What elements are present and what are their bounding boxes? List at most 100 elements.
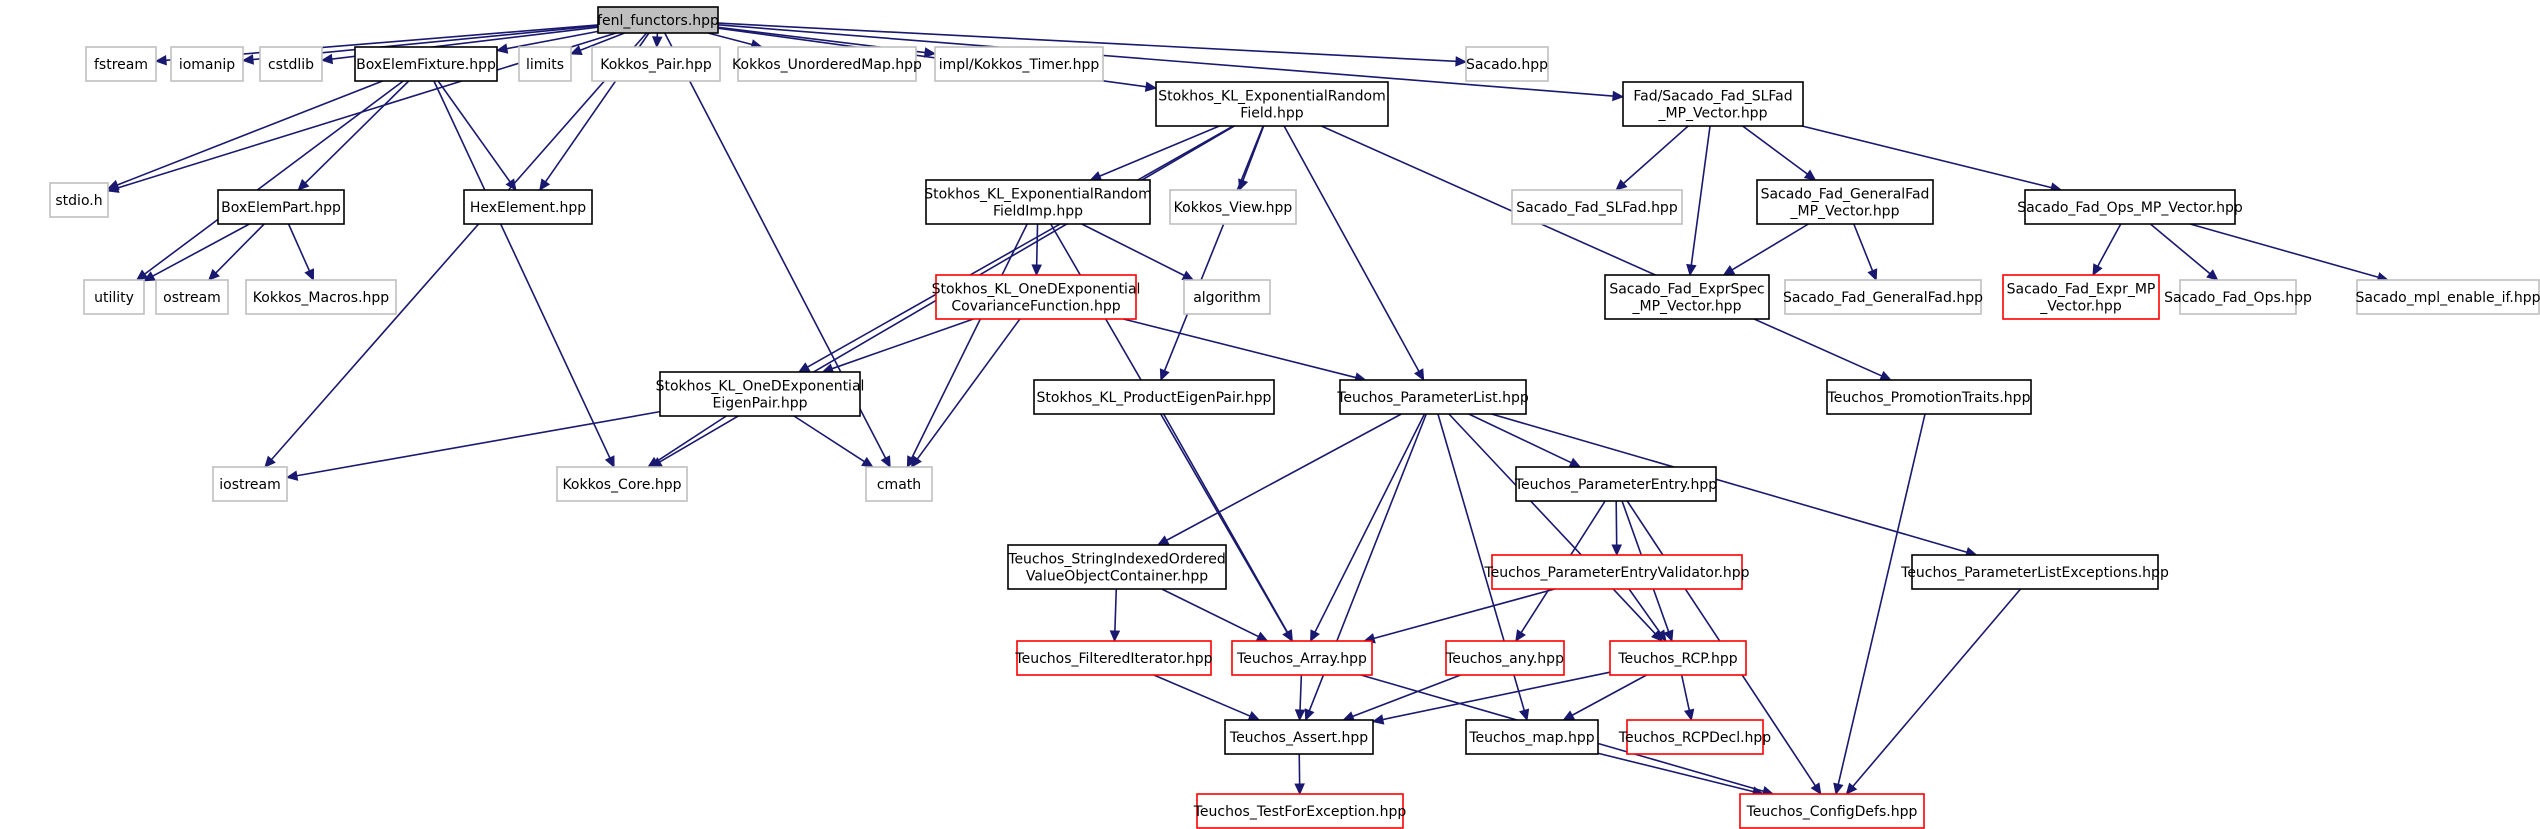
node-rcpdecl[interactable]: Teuchos_RCPDecl.hpp [1618, 719, 1772, 755]
node-cmath[interactable]: cmath [865, 466, 933, 502]
edge-line [1081, 223, 1185, 277]
node-label: Teuchos_ParameterListExceptions.hpp [1900, 565, 2169, 581]
node-box [518, 46, 572, 82]
node-box [865, 466, 933, 502]
node-utility[interactable]: utility [83, 279, 145, 315]
node-box [1739, 793, 1925, 829]
node-genfadmp[interactable]: Sacado_Fad_GeneralFad_MP_Vector.hpp [1756, 179, 1934, 225]
node-label: Stokhos_KL_OneDExponential [932, 282, 1141, 298]
arrowhead [1031, 264, 1042, 277]
node-label: Sacado_Fad_ExprSpec [1609, 282, 1764, 298]
node-testexc[interactable]: Teuchos_TestForException.hpp [1193, 793, 1407, 829]
node-onedcov[interactable]: Stokhos_KL_OneDExponentialCovarianceFunc… [932, 274, 1141, 320]
edge-klexpimp-to-cmath [906, 223, 1028, 469]
node-label: HexElement.hpp [470, 200, 586, 216]
node-kview[interactable]: Kokkos_View.hpp [1169, 189, 1297, 225]
node-label: Kokkos_Macros.hpp [253, 290, 389, 306]
node-exprmp[interactable]: Sacado_Fad_Expr_MP_Vector.hpp [2002, 274, 2160, 320]
node-tany[interactable]: Teuchos_any.hpp [1445, 640, 1565, 676]
node-label: FieldImp.hpp [993, 204, 1083, 220]
node-mplenable[interactable]: Sacado_mpl_enable_if.hpp [2356, 279, 2540, 315]
node-cstdlib[interactable]: cstdlib [259, 46, 323, 82]
edge-line [707, 32, 753, 46]
node-iomanip[interactable]: iomanip [170, 46, 244, 82]
node-boxpart[interactable]: BoxElemPart.hpp [217, 189, 345, 225]
arrowhead [1663, 629, 1674, 643]
node-label: cmath [877, 477, 921, 493]
node-box [2002, 274, 2160, 320]
edge-line [1731, 223, 1809, 271]
edge-line [1163, 125, 1264, 372]
edge-opsmp-to-fadops [2149, 223, 2219, 281]
node-kcore[interactable]: Kokkos_Core.hpp [556, 466, 688, 502]
node-iostream[interactable]: iostream [212, 466, 288, 502]
node-ktimer[interactable]: impl/Kokkos_Timer.hpp [934, 46, 1104, 82]
node-exprspec[interactable]: Sacado_Fad_ExprSpec_MP_Vector.hpp [1604, 274, 1770, 320]
arrowhead [1568, 457, 1582, 468]
arrowhead [1089, 171, 1103, 181]
node-label: Teuchos_any.hpp [1445, 651, 1564, 667]
arrowhead [495, 43, 509, 54]
node-ostream[interactable]: ostream [155, 279, 229, 315]
edge-line [270, 32, 648, 461]
node-tarray[interactable]: Teuchos_Array.hpp [1231, 640, 1373, 676]
node-trcp[interactable]: Teuchos_RCP.hpp [1609, 640, 1747, 676]
node-label: Sacado_Fad_GeneralFad.hpp [1783, 290, 1983, 306]
node-pentry[interactable]: Teuchos_ParameterEntry.hpp [1514, 466, 1717, 502]
node-hexel[interactable]: HexElement.hpp [463, 189, 593, 225]
edge-line [1571, 674, 1647, 716]
node-kmacros[interactable]: Kokkos_Macros.hpp [245, 279, 397, 315]
node-limits[interactable]: limits [518, 46, 572, 82]
node-tassert[interactable]: Teuchos_Assert.hpp [1224, 719, 1374, 755]
node-sacado[interactable]: Sacado.hpp [1465, 46, 1549, 82]
arrowhead [320, 53, 334, 65]
node-box [597, 6, 719, 34]
node-label: _Vector.hpp [2039, 299, 2122, 315]
edge-line [1853, 223, 1874, 272]
node-genfad[interactable]: Sacado_Fad_GeneralFad.hpp [1783, 279, 1983, 315]
node-kumap[interactable]: Kokkos_UnorderedMap.hpp [732, 46, 922, 82]
edge-line [152, 223, 250, 277]
node-stdio[interactable]: stdio.h [49, 182, 109, 218]
node-opsmp[interactable]: Sacado_Fad_Ops_MP_Vector.hpp [2017, 189, 2243, 225]
edge-onedcov-to-cmath [910, 318, 1021, 468]
node-label: Sacado_mpl_enable_if.hpp [2356, 290, 2540, 306]
edge-line [1299, 674, 1303, 711]
node-box [1224, 719, 1374, 755]
node-algorithm[interactable]: algorithm [1183, 279, 1271, 315]
edge-line [807, 125, 1234, 368]
node-sacslfad[interactable]: Sacado_Fad_SLFad.hpp [1511, 189, 1683, 225]
node-plist[interactable]: Teuchos_ParameterList.hpp [1336, 379, 1529, 415]
node-tmap[interactable]: Teuchos_map.hpp [1465, 719, 1599, 755]
node-label: impl/Kokkos_Timer.hpp [939, 57, 1100, 73]
node-slfad[interactable]: Fad/Sacado_Fad_SLFad_MP_Vector.hpp [1622, 81, 1804, 127]
node-boxfix[interactable]: BoxElemFixture.hpp [354, 46, 498, 82]
node-fenl[interactable]: fenl_functors.hpp [597, 6, 719, 34]
node-box [1183, 279, 1271, 315]
edge-genfadmp-to-exprspec [1722, 223, 1809, 276]
node-box [925, 179, 1151, 225]
edge-line [1373, 588, 1555, 640]
node-filtit[interactable]: Teuchos_FilteredIterator.hpp [1014, 640, 1213, 676]
node-cfgdefs[interactable]: Teuchos_ConfigDefs.hpp [1739, 793, 1925, 829]
node-kpair[interactable]: Kokkos_Pair.hpp [591, 46, 721, 82]
edge-klexpimp-to-onedcov [1031, 223, 1042, 277]
node-fadops[interactable]: Sacado_Fad_Ops.hpp [2164, 279, 2312, 315]
node-sivo[interactable]: Teuchos_StringIndexedOrderedValueObjectC… [1007, 544, 1227, 590]
node-label: Sacado_Fad_Ops.hpp [2164, 290, 2312, 306]
node-pev[interactable]: Teuchos_ParameterEntryValidator.hpp [1483, 554, 1750, 590]
node-label: algorithm [1193, 290, 1261, 306]
arrowhead [1413, 368, 1425, 382]
edge-line [1352, 674, 1461, 718]
arrowhead [2206, 269, 2219, 281]
node-promo[interactable]: Teuchos_PromotionTraits.hpp [1826, 379, 2032, 415]
node-plexc[interactable]: Teuchos_ParameterListExceptions.hpp [1900, 554, 2169, 590]
arrowhead [207, 268, 220, 281]
edge-line [437, 80, 511, 183]
node-prodeig[interactable]: Stokhos_KL_ProductEigenPair.hpp [1033, 379, 1275, 415]
edge-line [304, 80, 410, 184]
node-fstream[interactable]: fstream [85, 46, 157, 82]
